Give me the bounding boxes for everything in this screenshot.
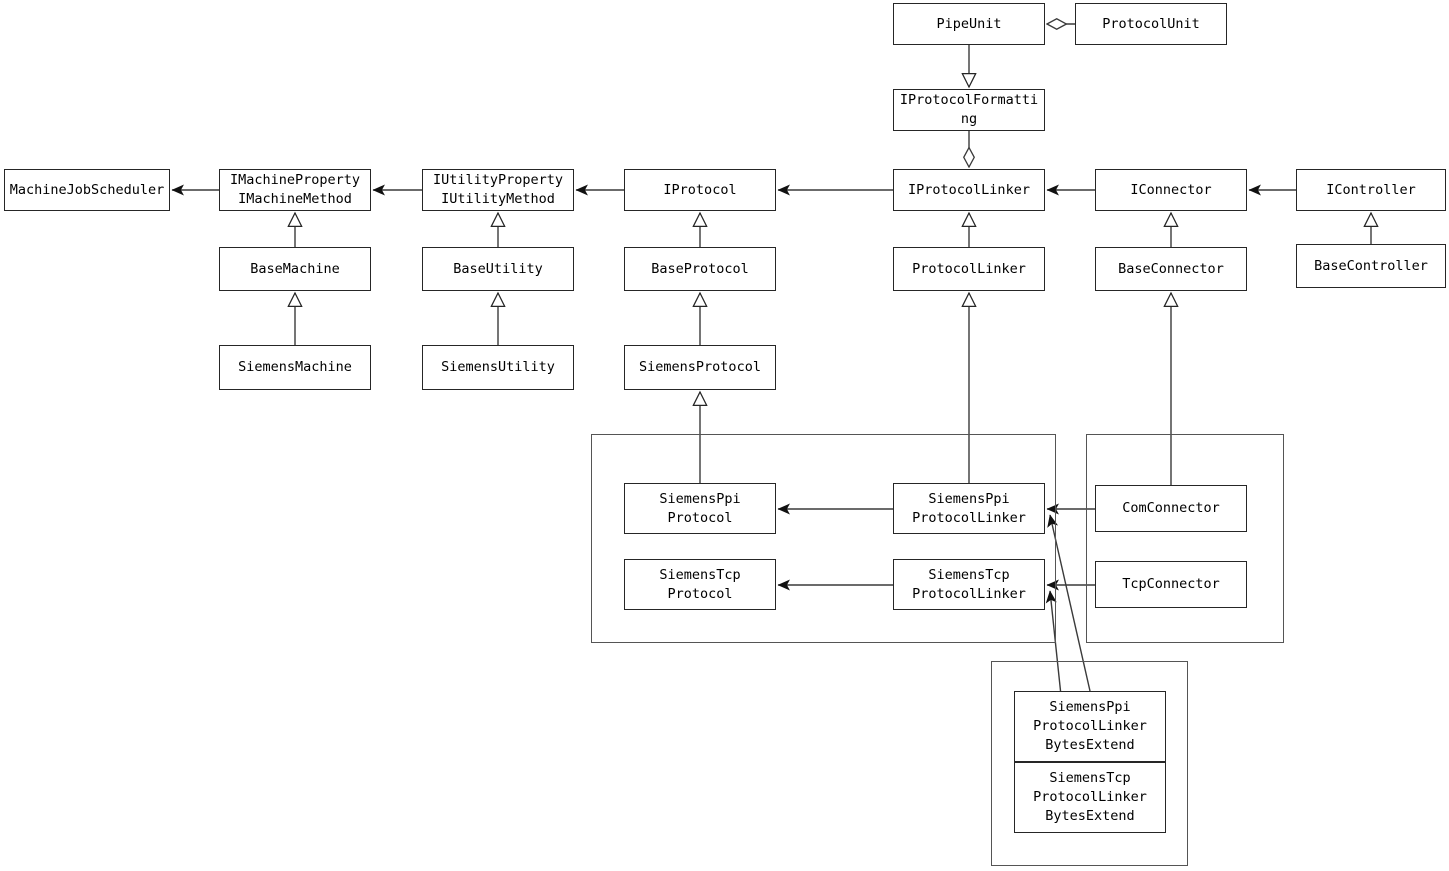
class-label: SiemensProtocol bbox=[639, 359, 761, 375]
class-node-baseprotocol[interactable]: BaseProtocol bbox=[624, 247, 776, 291]
class-node-iprotocollinker[interactable]: IProtocolLinker bbox=[893, 169, 1045, 211]
group-protocol-impl bbox=[591, 434, 1056, 643]
class-label: BaseUtility bbox=[453, 260, 543, 277]
class-node-protocolunit[interactable]: ProtocolUnit bbox=[1075, 3, 1227, 45]
class-node-iconnector[interactable]: IConnector bbox=[1095, 169, 1247, 211]
class-label: SiemensMachine bbox=[238, 359, 352, 375]
class-label: SiemensTcp Protocol bbox=[659, 566, 741, 602]
group-connector-impl bbox=[1086, 434, 1284, 643]
class-label: IProtocolLinker bbox=[908, 181, 1030, 198]
class-label: SiemensPpi ProtocolLinker BytesExtend bbox=[1033, 699, 1147, 753]
class-node-machinejobscheduler[interactable]: MachineJobScheduler bbox=[4, 169, 170, 211]
class-label: IController bbox=[1326, 181, 1416, 198]
class-label: MachineJobScheduler bbox=[9, 181, 165, 198]
class-node-baseutility[interactable]: BaseUtility bbox=[422, 247, 574, 291]
class-label: IProtocol bbox=[663, 181, 737, 198]
class-node-siemensmachine[interactable]: SiemensMachine bbox=[219, 345, 371, 390]
class-node-siemenstcpprotocollinkerbytesextend[interactable]: SiemensTcp ProtocolLinker BytesExtend bbox=[1014, 762, 1166, 833]
class-label: ComConnector bbox=[1122, 500, 1220, 516]
class-label: BaseProtocol bbox=[651, 260, 749, 277]
class-node-siemensppiprotocol[interactable]: SiemensPpi Protocol bbox=[624, 483, 776, 534]
class-node-siemensprotocol[interactable]: SiemensProtocol bbox=[624, 345, 776, 390]
class-label: BaseController bbox=[1314, 257, 1428, 274]
class-label: SiemensTcp ProtocolLinker BytesExtend bbox=[1033, 770, 1147, 824]
class-node-iprotocol[interactable]: IProtocol bbox=[624, 169, 776, 211]
class-node-protocollinker[interactable]: ProtocolLinker bbox=[893, 247, 1045, 291]
class-label: IUtilityProperty IUtilityMethod bbox=[432, 172, 564, 207]
class-node-basemachine[interactable]: BaseMachine bbox=[219, 247, 371, 291]
class-label: SiemensPpi Protocol bbox=[659, 490, 741, 526]
class-node-imachineproperty[interactable]: IMachineProperty IMachineMethod bbox=[219, 169, 371, 211]
class-node-siemenstcpprotocol[interactable]: SiemensTcp Protocol bbox=[624, 559, 776, 610]
class-label: ProtocolLinker bbox=[912, 260, 1026, 277]
class-node-iutilityproperty[interactable]: IUtilityProperty IUtilityMethod bbox=[422, 169, 574, 211]
class-label: BaseMachine bbox=[250, 260, 340, 277]
class-label: PipeUnit bbox=[936, 15, 1002, 32]
class-label: BaseConnector bbox=[1118, 260, 1224, 277]
class-node-siemensutility[interactable]: SiemensUtility bbox=[422, 345, 574, 390]
class-node-iprotocolformatting[interactable]: IProtocolFormatti ng bbox=[893, 89, 1045, 131]
class-node-comconnector[interactable]: ComConnector bbox=[1095, 485, 1247, 532]
class-node-siemensppiprotocollinkerbytesextend[interactable]: SiemensPpi ProtocolLinker BytesExtend bbox=[1014, 691, 1166, 762]
class-label: ProtocolUnit bbox=[1102, 15, 1200, 32]
class-node-siemenstcpprotocollinker[interactable]: SiemensTcp ProtocolLinker bbox=[893, 559, 1045, 610]
class-label: SiemensUtility bbox=[441, 359, 555, 375]
class-label: SiemensPpi ProtocolLinker bbox=[912, 490, 1026, 526]
class-node-basecontroller[interactable]: BaseController bbox=[1296, 244, 1446, 288]
class-node-tcpconnector[interactable]: TcpConnector bbox=[1095, 561, 1247, 608]
class-node-baseconnector[interactable]: BaseConnector bbox=[1095, 247, 1247, 291]
class-node-icontroller[interactable]: IController bbox=[1296, 169, 1446, 211]
class-node-pipeunit[interactable]: PipeUnit bbox=[893, 3, 1045, 45]
class-label: IProtocolFormatti ng bbox=[899, 92, 1039, 127]
class-label: SiemensTcp ProtocolLinker bbox=[912, 566, 1026, 602]
class-node-siemensppiprotocollinker[interactable]: SiemensPpi ProtocolLinker bbox=[893, 483, 1045, 534]
class-label: TcpConnector bbox=[1122, 576, 1220, 592]
class-label: IMachineProperty IMachineMethod bbox=[229, 172, 361, 207]
class-label: IConnector bbox=[1130, 181, 1212, 198]
